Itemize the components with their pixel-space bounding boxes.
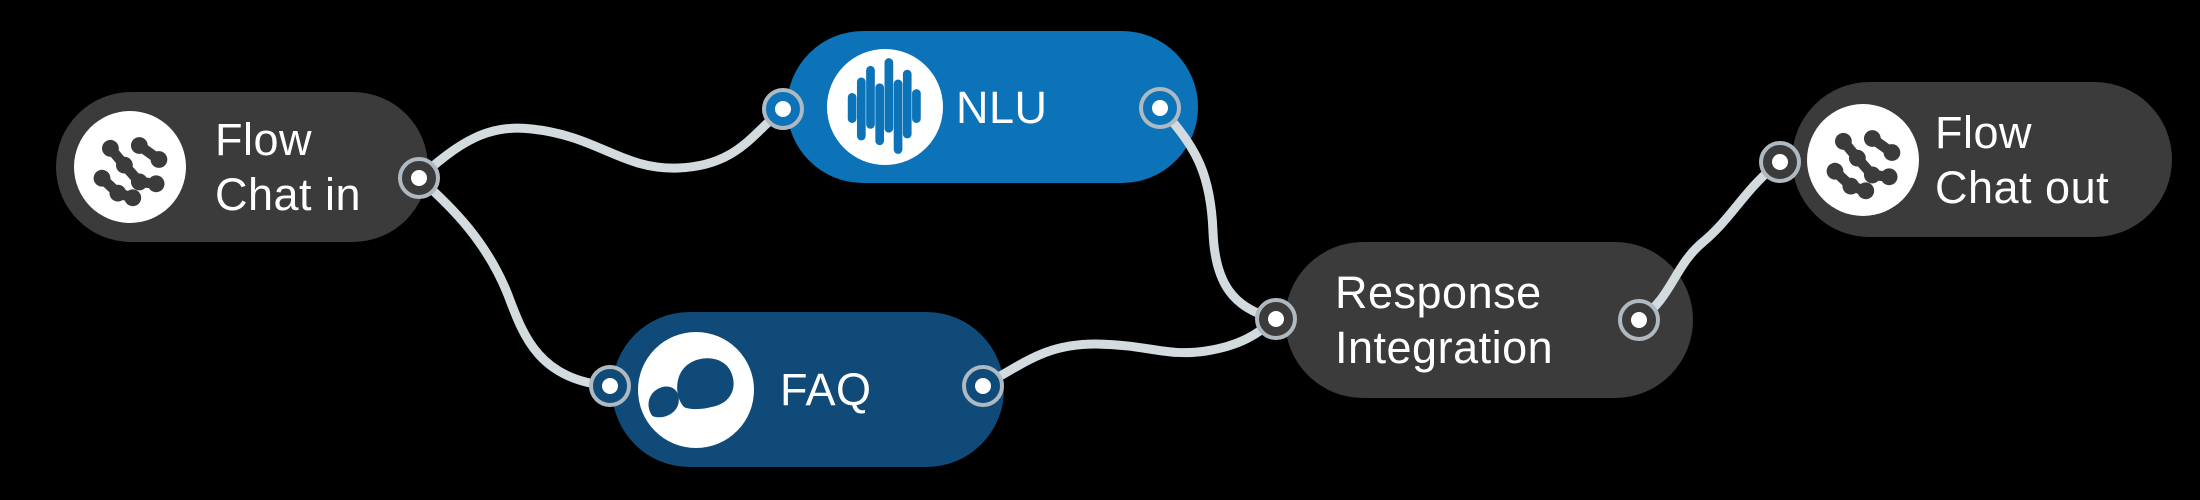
port-out-flow-chat-in[interactable] — [398, 157, 440, 199]
chat-bubble-icon — [638, 331, 754, 448]
port-out-nlu[interactable] — [1139, 87, 1181, 129]
wire-flow-chat-in-to-nlu[interactable] — [414, 104, 788, 183]
node-label: Flow Chat in — [215, 114, 362, 220]
ports — [398, 87, 1801, 407]
node-label: NLU — [956, 81, 1048, 133]
flow-icon — [1807, 103, 1919, 216]
port-in-faq[interactable] — [589, 365, 631, 407]
node-nlu[interactable]: NLU — [787, 31, 1198, 183]
node-flow-chat-in[interactable]: Flow Chat in — [56, 92, 428, 242]
flow-icon — [74, 111, 186, 223]
port-out-response-integration[interactable] — [1618, 299, 1660, 341]
port-out-faq[interactable] — [962, 365, 1004, 407]
node-flow-chat-out[interactable]: Flow Chat out — [1792, 82, 2172, 237]
port-in-response-integration[interactable] — [1255, 298, 1297, 340]
node-label: FAQ — [780, 364, 872, 415]
node-faq[interactable]: FAQ — [612, 312, 1004, 467]
node-response-integration[interactable]: Response Integration — [1285, 242, 1693, 398]
waveform-icon — [827, 49, 943, 165]
wires — [414, 103, 1785, 391]
wire-nlu-to-response-integration[interactable] — [1155, 103, 1281, 324]
node-label: Response Integration — [1335, 267, 1554, 373]
wire-faq-to-response-integration[interactable] — [978, 314, 1281, 391]
node-label: Flow Chat out — [1935, 106, 2110, 213]
wire-flow-chat-in-to-faq[interactable] — [414, 173, 615, 391]
wire-response-integration-to-flow-chat-out[interactable] — [1634, 157, 1785, 325]
port-in-flow-chat-out[interactable] — [1759, 141, 1801, 183]
port-in-nlu[interactable] — [762, 88, 804, 130]
